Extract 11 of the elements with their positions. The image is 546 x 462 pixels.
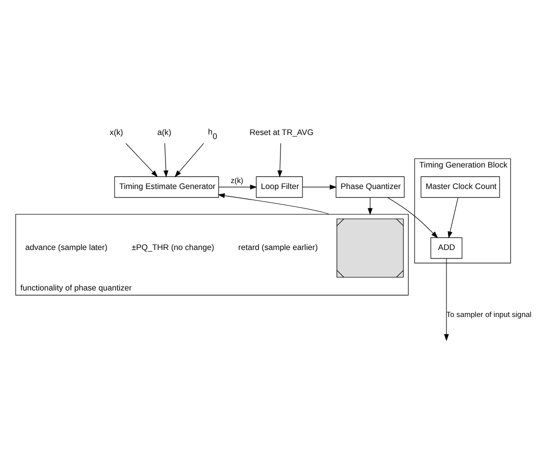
arrow [126,142,158,177]
arrow [302,184,337,189]
arrow [218,184,258,189]
arrow [277,142,282,177]
arrow [444,258,449,341]
arrow [448,196,458,238]
arrow [218,192,330,214]
arrow [368,196,373,215]
arrow [174,142,204,177]
arrow [387,196,438,238]
arrow [164,142,168,177]
